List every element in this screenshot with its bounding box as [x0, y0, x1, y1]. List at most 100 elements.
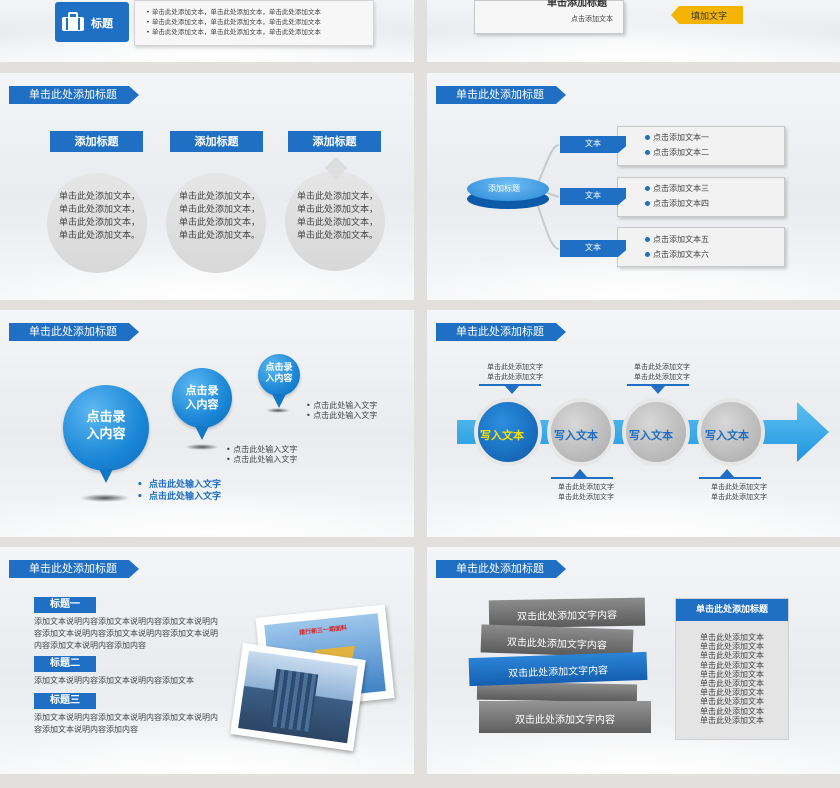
pin-medium-label: 点击录入内容	[185, 384, 219, 411]
item-bullet	[645, 186, 650, 191]
column-heading: 添加标题	[170, 131, 263, 152]
title-card	[474, 0, 624, 34]
card-title: 单击添加标题	[547, 0, 607, 9]
slide-title: 单击此处添加标题	[9, 560, 139, 578]
book-stack: 双击此处添加文字内容 双击此处添加文字内容 双击此处添加文字内容 双击此处添加文…	[467, 597, 667, 737]
book-label: 双击此处添加文字内容	[507, 665, 609, 680]
item-card	[617, 126, 785, 166]
item-card	[617, 227, 785, 267]
pin-shadow	[185, 444, 219, 450]
photo-front-image	[238, 650, 358, 744]
step-note: 单击此处添加文字单击此处添加文字	[558, 483, 614, 501]
panel-title: 单击此处添加标题	[676, 599, 788, 621]
slide-1[interactable]: 标题 • 单击此处添加文本，单击此处添加文本，单击此处添加文本 • 单击此处添加…	[0, 0, 414, 62]
item-text: 点击添加文本五	[653, 235, 709, 244]
slide-title: 单击此处添加标题	[436, 323, 566, 341]
item-text: 点击添加文本二	[653, 148, 709, 157]
step-circle[interactable]	[697, 398, 765, 466]
book-highlight: 双击此处添加文字内容	[468, 651, 648, 687]
step-note: 单击此处添加文字单击此处添加文字	[711, 483, 767, 501]
item-bullet	[645, 150, 650, 155]
text-drop-shape	[285, 171, 385, 271]
slide-5[interactable]: 单击此处添加标题 点击录入内容 点击录入内容 点击录入内容 • 点击此处输入文字…	[0, 310, 414, 537]
photo-caption: 建行新三一期面料	[298, 624, 348, 637]
item-text: 点击添加文本一	[653, 133, 709, 142]
item-card	[617, 177, 785, 217]
section-heading: 标题二	[34, 656, 96, 672]
pin-note: • 点击此处输入文字• 点击此处输入文字	[226, 445, 298, 464]
step-circle[interactable]	[547, 398, 615, 466]
item-bullet	[645, 252, 650, 257]
slide-6[interactable]: 单击此处添加标题 写入文本 写入文本 写入文本 写入文本 单击此处添加文字单击此…	[427, 310, 840, 537]
note-pointer-tip	[505, 386, 519, 394]
step-note: 单击此处添加文字单击此处添加文字	[634, 363, 690, 381]
pin-shadow	[266, 408, 290, 413]
book-label: 双击此处添加文字内容	[516, 610, 618, 623]
pin-large: 点击录入内容	[63, 385, 149, 483]
card-text: 点击添加文本	[571, 15, 613, 23]
step-label: 写入文本	[554, 429, 598, 442]
photo-tower-graphic	[268, 668, 319, 733]
slide-title: 单击此处添加标题	[9, 86, 139, 104]
item-bullet	[645, 237, 650, 242]
step-note: 单击此处添加文字单击此处添加文字	[487, 363, 543, 381]
book-label: 双击此处添加文字内容	[506, 637, 608, 652]
text-drop-shape	[47, 173, 147, 273]
step-circle-active[interactable]	[474, 398, 542, 466]
section-heading: 标题三	[34, 693, 96, 709]
slide-4[interactable]: 单击此处添加标题 添加标题 文本 文本 文本 点击添加文本一 点击添加文本二 点…	[427, 73, 840, 300]
pin-small: 点击录入内容	[258, 354, 300, 408]
book: 双击此处添加文字内容	[488, 597, 646, 629]
bullet-line: • 单击此处添加文本，单击此处添加文本，单击此处添加文本	[146, 8, 321, 16]
slide-title: 单击此处添加标题	[436, 86, 566, 104]
step-label: 写入文本	[480, 429, 524, 442]
section-heading: 标题一	[34, 597, 96, 613]
note-pointer	[479, 384, 541, 386]
pin-note: • 点击此处输入文字• 点击此处输入文字	[306, 401, 378, 420]
slide-title: 单击此处添加标题	[9, 323, 139, 341]
bullet-line: • 单击此处添加文本，单击此处添加文本，单击此处添加文本	[146, 28, 321, 36]
note-pointer	[627, 384, 689, 386]
tag-label: 填加文字	[691, 12, 728, 22]
column-heading: 添加标题	[288, 131, 381, 152]
pin-note-highlight: • 点击此处输入文字• 点击此处输入文字	[137, 480, 222, 502]
pin-small-label: 点击录入内容	[265, 363, 293, 384]
note-pointer-tip	[573, 469, 587, 477]
note-pointer-tip	[651, 386, 665, 394]
slide-3[interactable]: 单击此处添加标题 添加标题 添加标题 添加标题 单击此处添加文本，单击此处添加文…	[0, 73, 414, 300]
column-text: 单击此处添加文本，单击此处添加文本，单击此处添加文本，单击此处添加文本。	[59, 192, 141, 241]
side-panel: 单击此处添加标题 单击此处添加文本单击此处添加文本单击此处添加文本 单击此处添加…	[675, 598, 789, 740]
section-text: 添加文本说明内容添加文本说明内容添加文本	[34, 676, 194, 685]
slide-2[interactable]: 单击添加标题 点击添加文本 填加文字	[427, 0, 840, 62]
slide-title: 单击此处添加标题	[436, 560, 566, 578]
text-tab: 文本	[560, 240, 626, 257]
item-text: 点击添加文本六	[653, 250, 709, 259]
bullet-lines-box	[134, 0, 374, 46]
step-label: 写入文本	[705, 429, 749, 442]
panel-text: 单击此处添加文本单击此处添加文本单击此处添加文本 单击此处添加文本单击此处添加文…	[700, 633, 764, 725]
pin-medium: 点击录入内容	[172, 368, 232, 440]
add-text-tag[interactable]: 填加文字	[671, 6, 743, 24]
column-text: 单击此处添加文本，单击此处添加文本，单击此处添加文本，单击此处添加文本。	[297, 192, 379, 241]
bullet-line: • 单击此处添加文本，单击此处添加文本，单击此处添加文本	[146, 18, 321, 26]
note-pointer-tip	[720, 469, 734, 477]
text-tab: 文本	[560, 188, 626, 205]
note-pointer	[551, 477, 613, 479]
title-badge: 标题	[55, 2, 129, 42]
step-circle[interactable]	[622, 398, 690, 466]
pin-shadow	[80, 494, 130, 502]
slide-8[interactable]: 单击此处添加标题 双击此处添加文字内容 双击此处添加文字内容 双击此处添加文字内…	[427, 547, 840, 774]
item-bullet	[645, 201, 650, 206]
slide-7[interactable]: 单击此处添加标题 标题一 添加文本说明内容添加文本说明内容添加文本说明内容添加文…	[0, 547, 414, 774]
column-heading: 添加标题	[50, 131, 143, 152]
column-text: 单击此处添加文本，单击此处添加文本，单击此处添加文本，单击此处添加文本。	[179, 192, 261, 241]
step-label: 写入文本	[629, 429, 673, 442]
center-disc: 添加标题	[467, 177, 549, 201]
text-tab: 文本	[560, 136, 626, 153]
briefcase-icon	[62, 12, 84, 31]
book-label: 双击此处添加文字内容	[515, 715, 615, 726]
connector-lines	[536, 144, 560, 250]
item-bullet	[645, 135, 650, 140]
item-text: 点击添加文本三	[653, 184, 709, 193]
section-text: 添加文本说明内容添加文本说明内容添加文本说明内容添加文本说明内容添加内容	[34, 713, 218, 734]
